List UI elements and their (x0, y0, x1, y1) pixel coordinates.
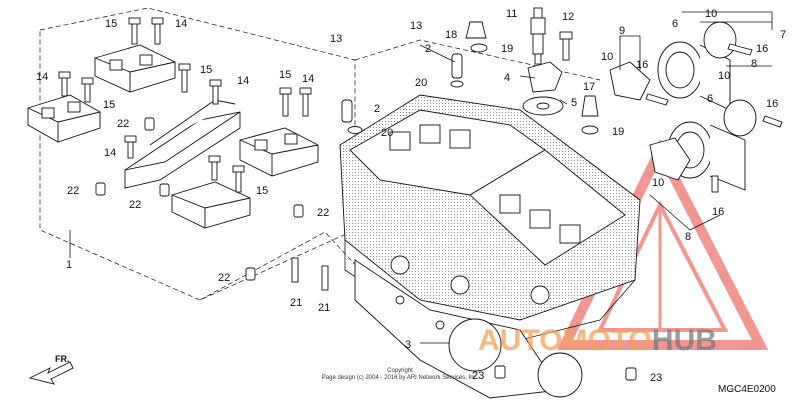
callout-2: 2 (425, 43, 431, 55)
copyright: Copyright Page design (c) 2004 - 2016 by… (322, 368, 479, 381)
cam-holder-center (171, 181, 251, 229)
callout-8: 8 (685, 231, 691, 243)
callout-3: 3 (405, 339, 411, 351)
callout-6: 6 (707, 93, 713, 105)
dowels-23 (494, 365, 637, 381)
cap-18 (465, 21, 487, 39)
callout-15: 15 (279, 69, 291, 81)
spark-plug (530, 7, 546, 65)
callouts: 15 14 14 15 15 14 15 14 22 14 22 22 15 2… (36, 8, 786, 384)
callout-17: 17 (583, 81, 595, 93)
callout-14: 14 (302, 73, 314, 85)
callout-16: 16 (712, 206, 724, 218)
cam-holder-left (27, 94, 101, 143)
callout-15: 15 (105, 18, 117, 30)
callout-10: 10 (718, 70, 730, 82)
callout-15: 15 (103, 99, 115, 111)
callout-16: 16 (766, 98, 778, 110)
insulator-upper (657, 21, 737, 111)
watermark-moto: MOTO (562, 324, 651, 357)
screws-16 (645, 43, 783, 193)
callout-12: 12 (562, 11, 574, 23)
callout-23: 23 (472, 370, 484, 382)
watermark-auto: AUTO (478, 324, 562, 357)
callout-21: 21 (290, 297, 302, 309)
callout-14: 14 (175, 18, 187, 30)
callout-19: 19 (501, 43, 513, 55)
dowel-pins (95, 117, 304, 281)
callout-10: 10 (652, 177, 664, 189)
callout-1: 1 (66, 259, 72, 271)
callout-5: 5 (571, 97, 577, 109)
callout-10: 10 (705, 8, 717, 20)
bolt-12 (559, 31, 573, 61)
bolts-holder-group (58, 17, 312, 193)
cylinder-head (339, 94, 641, 341)
head-gasket (354, 259, 583, 399)
callout-21: 21 (318, 302, 330, 314)
cam-holder-top (94, 44, 176, 93)
callout-9: 9 (619, 25, 625, 37)
watermark-hub: HUB (652, 324, 717, 357)
callout-15: 15 (256, 185, 268, 197)
copyright-line-2: Page design (c) 2004 - 2016 by ARI Netwo… (322, 375, 479, 381)
callout-13: 13 (330, 33, 342, 45)
watermark-text: AUTOMOTOHUB (478, 324, 717, 357)
diagram-code: MGC4E0200 (718, 384, 776, 395)
cam-holder-right (239, 127, 319, 177)
callout-7: 7 (780, 29, 786, 41)
rocker-arm-shaft (124, 99, 241, 189)
callout-11: 11 (506, 8, 517, 20)
callout-22: 22 (67, 185, 79, 197)
callout-14: 14 (104, 147, 116, 159)
callout-23: 23 (650, 372, 662, 384)
callout-8: 8 (751, 58, 757, 70)
callout-6: 6 (672, 18, 678, 30)
gasket-5 (522, 96, 564, 116)
callout-22: 22 (218, 272, 230, 284)
callout-22: 22 (129, 199, 141, 211)
callout-10: 10 (601, 51, 613, 63)
callout-20: 20 (381, 127, 393, 139)
sensor-body (527, 61, 563, 93)
callout-22: 22 (117, 118, 129, 130)
leader-lines (69, 11, 773, 344)
callout-19: 19 (612, 126, 624, 138)
washer-19 (470, 43, 599, 135)
copyright-line-1: Copyright (387, 368, 413, 374)
callout-14: 14 (36, 71, 48, 83)
callout-16: 16 (756, 43, 768, 55)
clamps (609, 61, 691, 181)
callout-13: 13 (410, 20, 422, 32)
callout-2: 2 (374, 103, 380, 115)
callout-15: 15 (200, 64, 212, 76)
svg-text:AUTOMOTOHUB: AUTOMOTOHUB (478, 324, 717, 357)
callout-16: 16 (636, 59, 648, 71)
front-direction-arrow: FR. (28, 354, 74, 385)
group-outline-head (354, 39, 601, 81)
oring-20 (347, 80, 464, 134)
direction-label: FR. (55, 354, 70, 364)
group-outline-gasket (199, 231, 361, 301)
callout-18: 18 (445, 29, 457, 41)
studs (291, 257, 329, 291)
callout-14: 14 (237, 75, 249, 87)
callout-20: 20 (415, 77, 427, 89)
callout-4: 4 (504, 72, 510, 84)
callout-22: 22 (317, 207, 329, 219)
part-17 (581, 95, 599, 117)
tappet-2 (341, 53, 463, 123)
